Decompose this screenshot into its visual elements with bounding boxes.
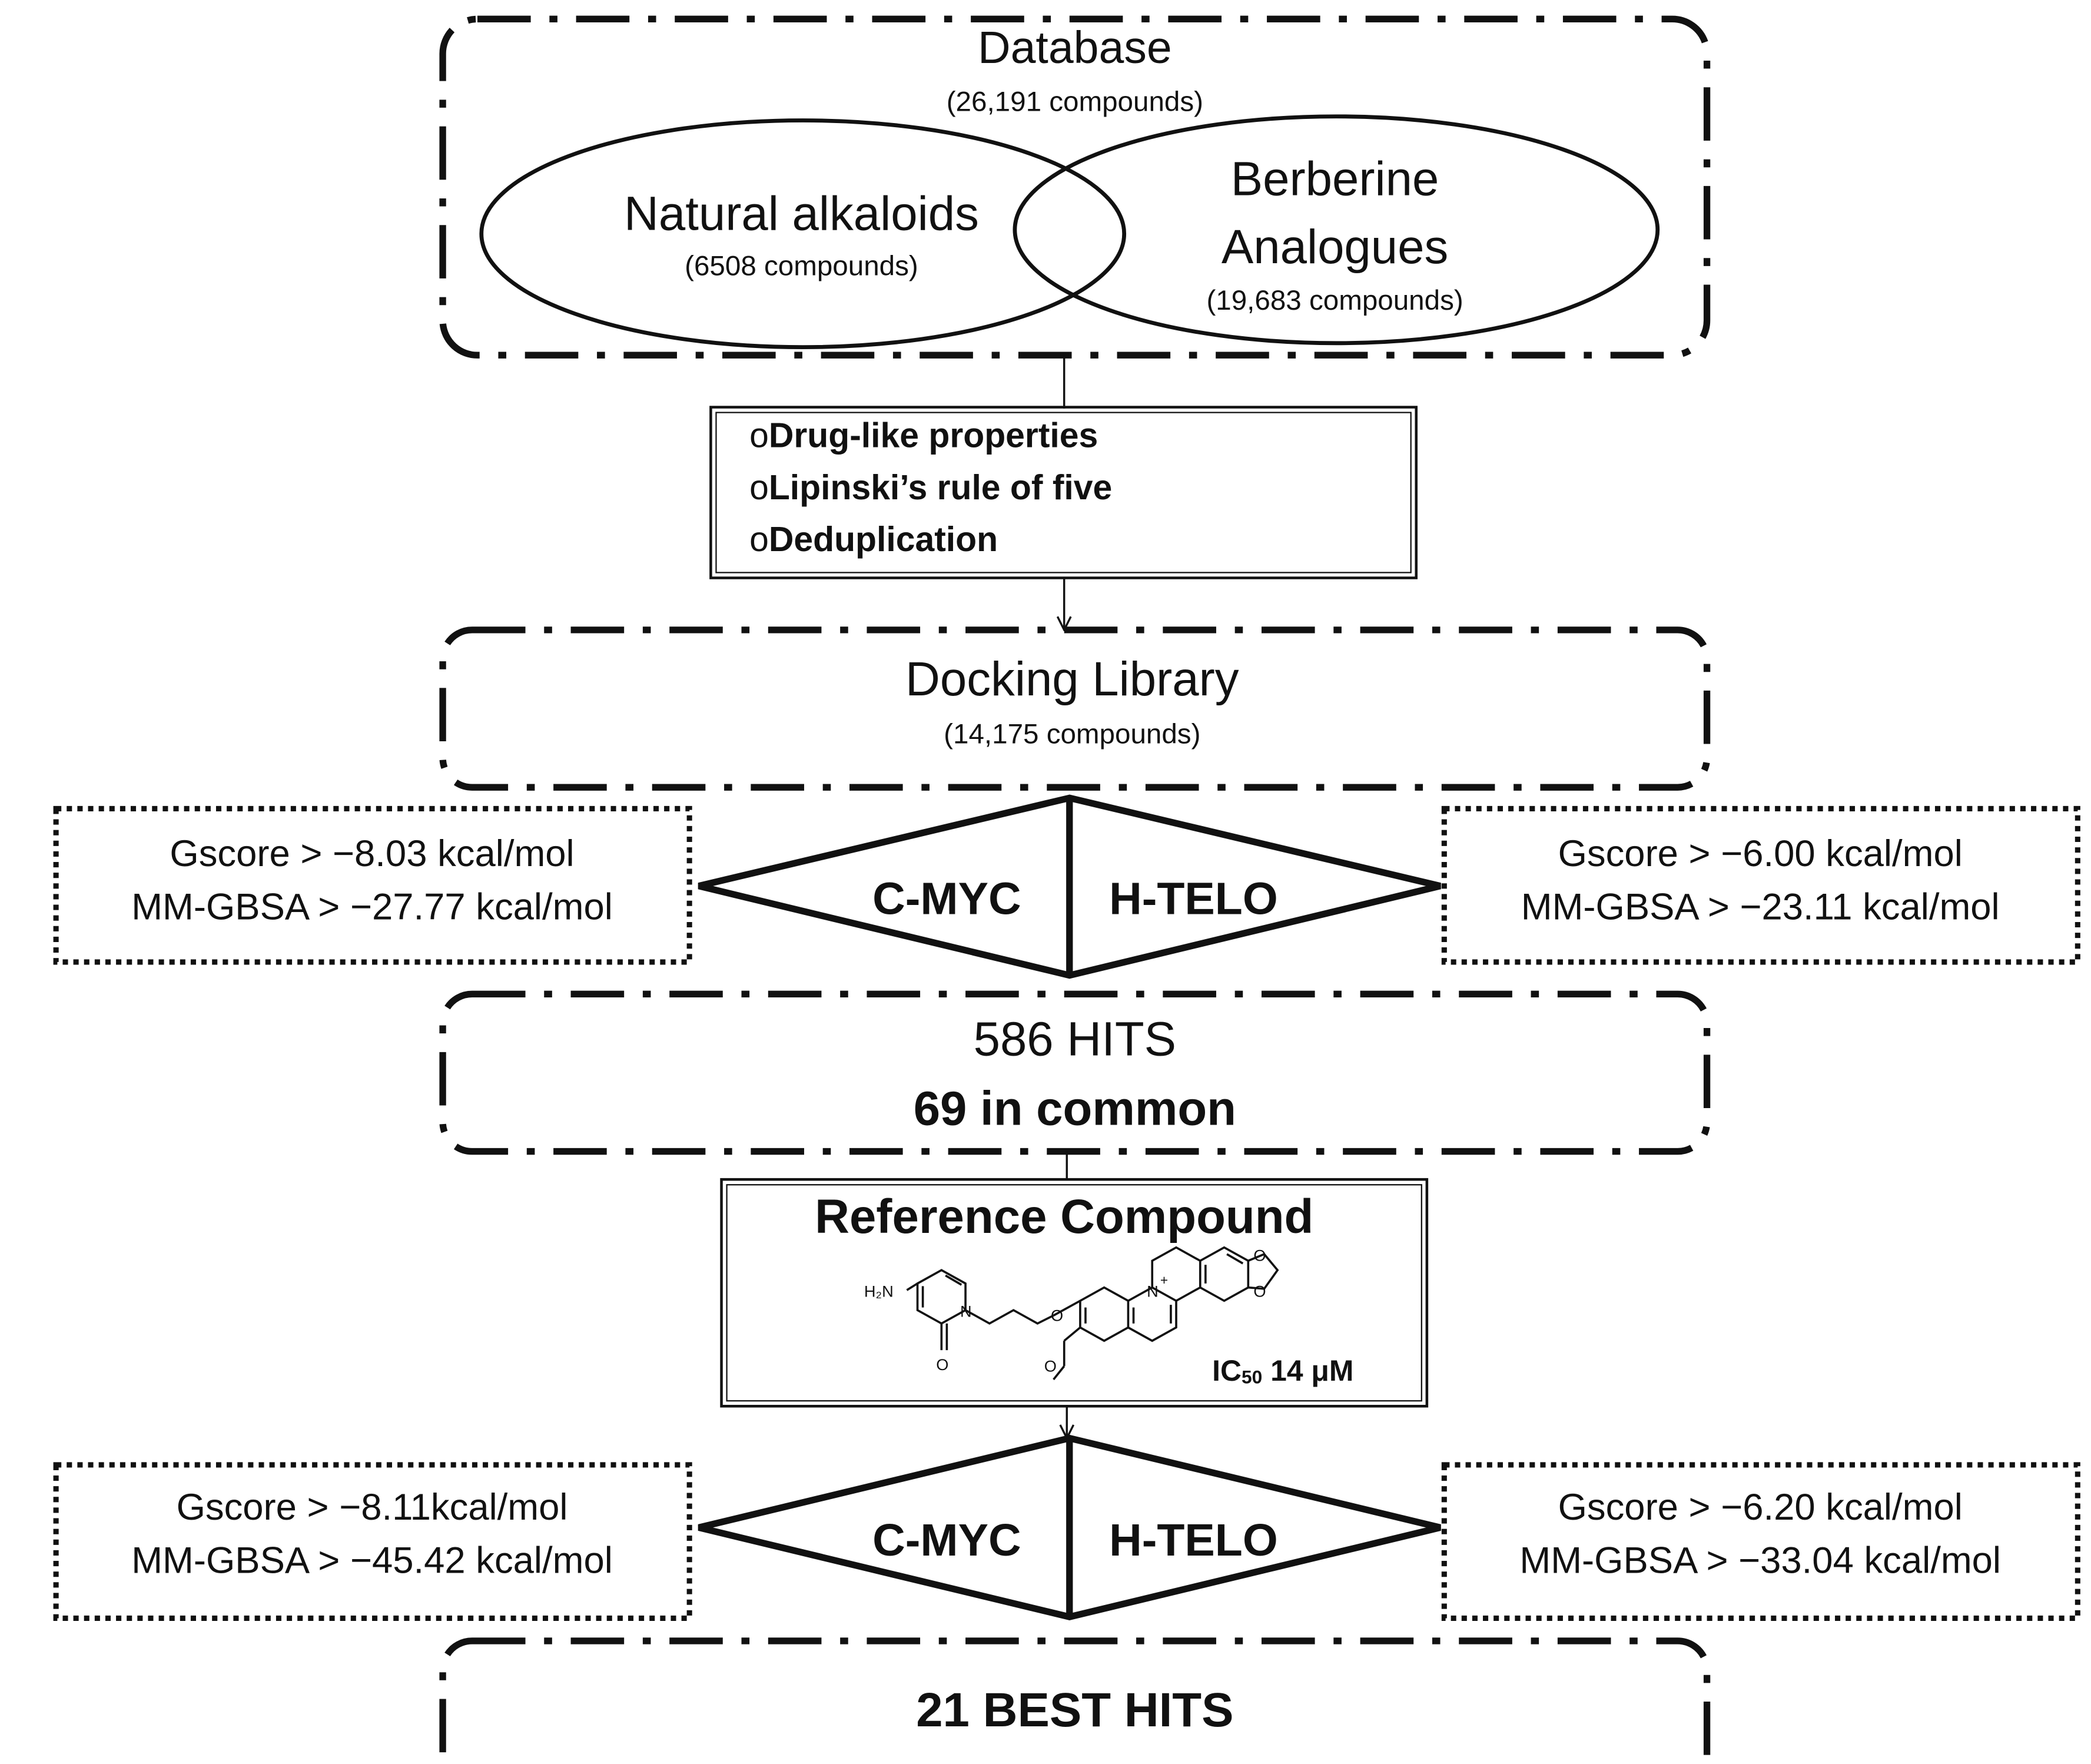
filter-box-inner [715, 412, 1412, 573]
screen1-cmyc-label: C-MYC [872, 873, 1021, 924]
berberine-title-line1: Berberine [1231, 152, 1439, 205]
screen2-left-mmgbsa: MM-GBSA > −45.42 kcal/mol [131, 1540, 613, 1581]
screen2-htelo-label: H-TELO [1109, 1515, 1278, 1566]
docking-library-box [439, 626, 1711, 791]
screen1-right-criteria-box [1441, 805, 2080, 965]
reference-structure: H₂N N O O N + O O O [864, 1246, 1279, 1381]
atom-o-dioxole-bottom: O [1253, 1282, 1266, 1301]
ic50-value: 14 μM [1262, 1354, 1353, 1387]
screen1-left-mmgbsa: MM-GBSA > −27.77 kcal/mol [131, 886, 613, 927]
atom-amine: H₂N [864, 1282, 894, 1301]
screen2-right-mmgbsa: MM-GBSA > −33.04 kcal/mol [1519, 1540, 2001, 1581]
screen2-right-gscore: Gscore > −6.20 kcal/mol [1558, 1487, 1963, 1528]
atom-n-ring: N [960, 1302, 972, 1320]
natural-alkaloids-title: Natural alkaloids [624, 187, 979, 240]
atom-o-ether: O [1051, 1306, 1063, 1324]
docking-library-title: Docking Library [905, 652, 1239, 706]
ic50-prefix: IC [1212, 1354, 1242, 1387]
best-hits-label: 21 BEST HITS [916, 1683, 1233, 1737]
atom-o-dioxole-top: O [1253, 1246, 1266, 1264]
screen1-right-mmgbsa: MM-GBSA > −23.11 kcal/mol [1521, 886, 2000, 927]
berberine-count: (19,683 compounds) [1206, 285, 1463, 316]
atom-plus: + [1160, 1272, 1168, 1288]
best-hits-box [439, 1637, 1711, 1764]
reference-box-inner [726, 1184, 1422, 1402]
filter-item-1: oDrug-like properties [749, 417, 1098, 455]
filter-label-2: Lipinski’s rule of five [769, 469, 1112, 507]
reference-box-outer [720, 1178, 1429, 1408]
screen2-cmyc-label: C-MYC [872, 1515, 1021, 1566]
screen1-htelo-label: H-TELO [1109, 873, 1278, 924]
hits-common: 69 in common [914, 1082, 1236, 1135]
ic50-sub: 50 [1242, 1367, 1262, 1388]
database-title: Database [978, 22, 1172, 73]
filter-bullet-2: o [749, 469, 769, 507]
screen2-left-criteria-box [53, 1462, 692, 1621]
filter-item-2: oLipinski’s rule of five [749, 469, 1112, 507]
database-count: (26,191 compounds) [947, 87, 1203, 118]
docking-library-count: (14,175 compounds) [944, 718, 1200, 750]
hits-count: 586 HITS [974, 1012, 1176, 1066]
berberine-title-line2: Analogues [1222, 220, 1448, 274]
filter-label-3: Deduplication [769, 520, 998, 559]
atom-o-methoxy: O [1044, 1357, 1057, 1375]
screen1-right-gscore: Gscore > −6.00 kcal/mol [1558, 833, 1963, 874]
berberine-analogues-ellipse [1013, 114, 1660, 346]
atom-n-plus: N [1147, 1282, 1159, 1301]
filter-bullet-1: o [749, 417, 769, 455]
screen2-right-criteria-box [1441, 1462, 2080, 1621]
database-box [439, 15, 1711, 359]
reference-ic50: IC50 14 μM [1212, 1354, 1353, 1388]
screen1-left-gscore: Gscore > −8.03 kcal/mol [170, 833, 574, 874]
screen1-left-criteria-box [53, 805, 692, 965]
atom-o-carbonyl: O [936, 1355, 948, 1374]
screen2-left-gscore: Gscore > −8.11kcal/mol [177, 1487, 568, 1528]
reference-title: Reference Compound [815, 1190, 1313, 1244]
hits-box [439, 990, 1711, 1155]
filter-label-1: Drug-like properties [769, 417, 1098, 455]
filter-item-3: oDeduplication [749, 520, 998, 559]
natural-alkaloids-ellipse [479, 118, 1127, 350]
filter-bullet-3: o [749, 520, 769, 559]
natural-alkaloids-count: (6508 compounds) [685, 250, 918, 281]
